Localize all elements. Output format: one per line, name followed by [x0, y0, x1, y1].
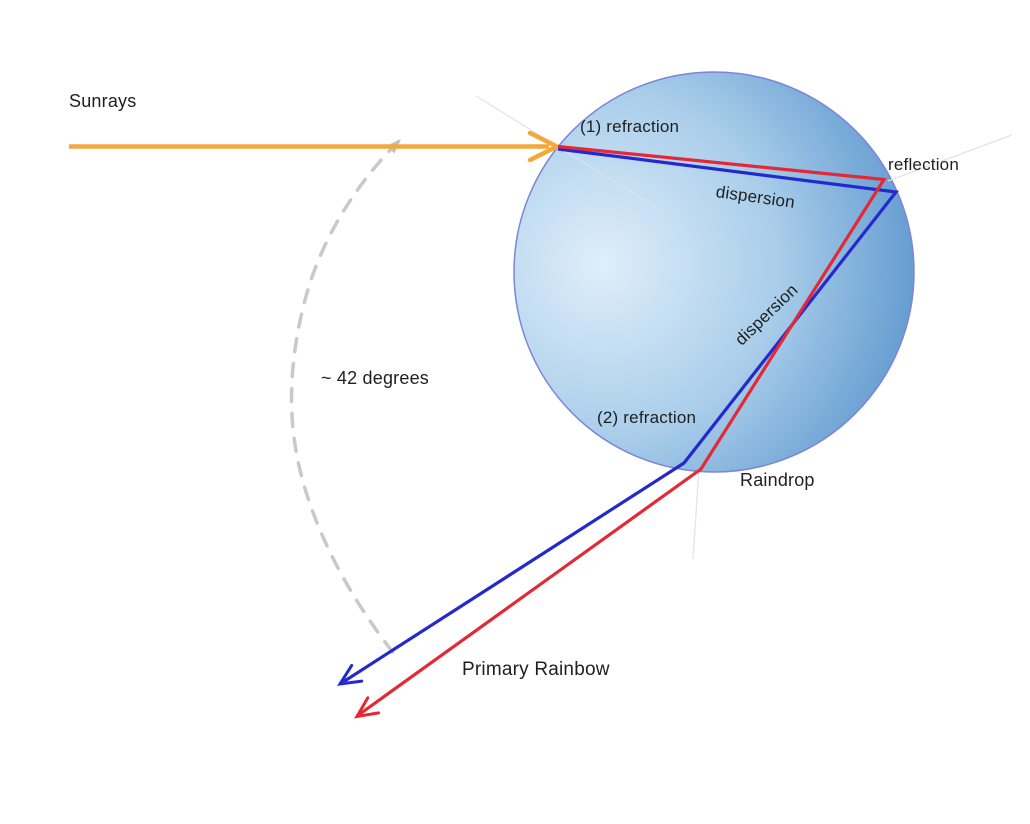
reflection-label: reflection — [888, 155, 959, 174]
angle-42-degrees-label: ~ 42 degrees — [321, 368, 429, 388]
raindrop-label: Raindrop — [740, 470, 815, 490]
red-ray — [356, 144, 887, 718]
entry-normal-line — [475, 95, 663, 212]
angle-arc — [289, 140, 400, 657]
refraction-1-label: (1) refraction — [580, 117, 680, 136]
blue-ray-arrowhead-icon — [337, 663, 364, 686]
primary-rainbow-label: Primary Rainbow — [462, 659, 610, 680]
raindrop-circle — [513, 71, 915, 473]
sunrays-label: Sunrays — [69, 91, 137, 111]
red-ray-arrowhead-icon — [354, 696, 381, 719]
refraction-2-label: (2) refraction — [597, 408, 697, 427]
reflection-normal-line — [887, 134, 1013, 182]
exit-normal-line — [692, 468, 700, 560]
sunray-arrowhead-icon — [527, 130, 560, 163]
